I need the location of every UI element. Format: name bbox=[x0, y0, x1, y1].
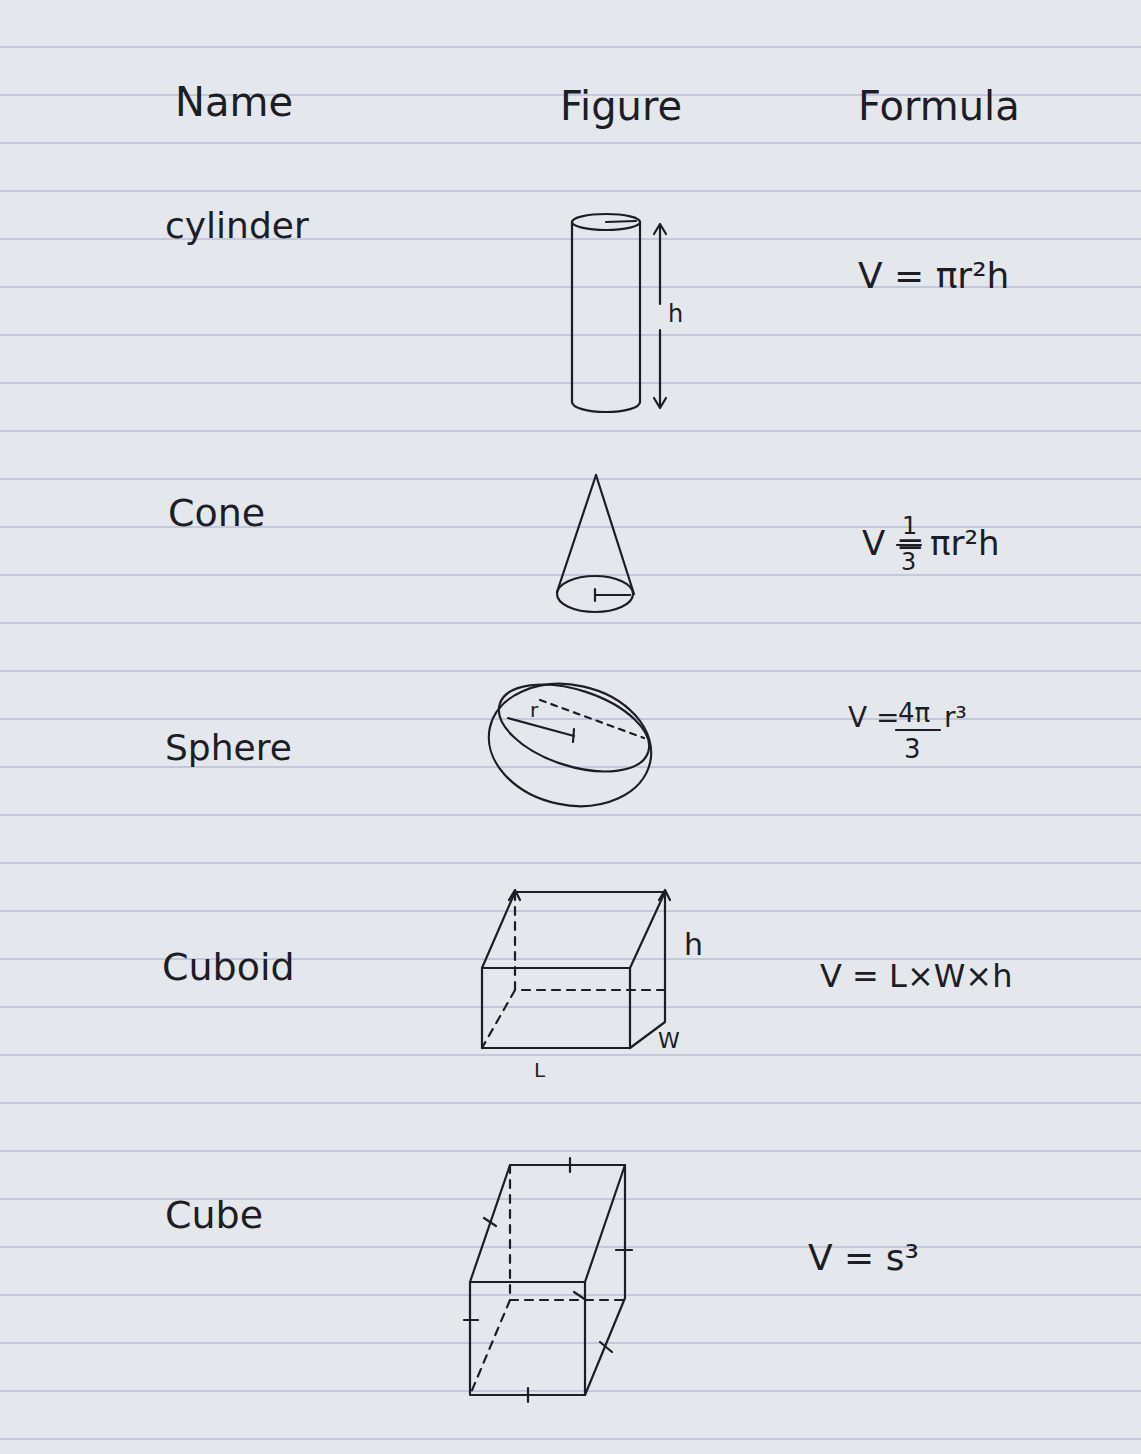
formula: V = L×W×h bbox=[820, 960, 1012, 992]
shape-name: Cuboid bbox=[162, 948, 295, 986]
fraction-bar bbox=[896, 729, 940, 731]
shape-name: Cube bbox=[165, 1196, 263, 1234]
cylinder-figure bbox=[572, 214, 666, 412]
formula: πr²h bbox=[930, 526, 1000, 560]
sphere-figure bbox=[477, 668, 662, 821]
dimension-label: h bbox=[668, 302, 683, 326]
shape-name: Sphere bbox=[165, 730, 292, 766]
formula: V = bbox=[848, 704, 900, 732]
fraction-numerator: 1 bbox=[902, 514, 917, 538]
fraction-numerator: 4π bbox=[898, 700, 930, 726]
formula: r³ bbox=[944, 704, 967, 732]
shape-name: cylinder bbox=[165, 208, 309, 244]
cone-figure bbox=[557, 475, 634, 612]
shape-name: Cone bbox=[168, 494, 265, 532]
dimension-label: L bbox=[534, 1060, 545, 1080]
dimension-label: h bbox=[684, 930, 703, 960]
dimension-label: W bbox=[658, 1030, 680, 1052]
formula: V = πr²h bbox=[858, 258, 1009, 294]
formula: V = s³ bbox=[808, 1240, 919, 1276]
column-heading: Figure bbox=[560, 86, 682, 126]
column-heading: Formula bbox=[858, 86, 1020, 126]
fraction-denominator: 3 bbox=[904, 736, 921, 762]
cube-figure bbox=[464, 1158, 632, 1402]
fraction-denominator: 3 bbox=[901, 550, 916, 574]
cuboid-figure bbox=[482, 890, 670, 1048]
column-heading: Name bbox=[175, 82, 293, 122]
dimension-label: r bbox=[530, 700, 538, 720]
